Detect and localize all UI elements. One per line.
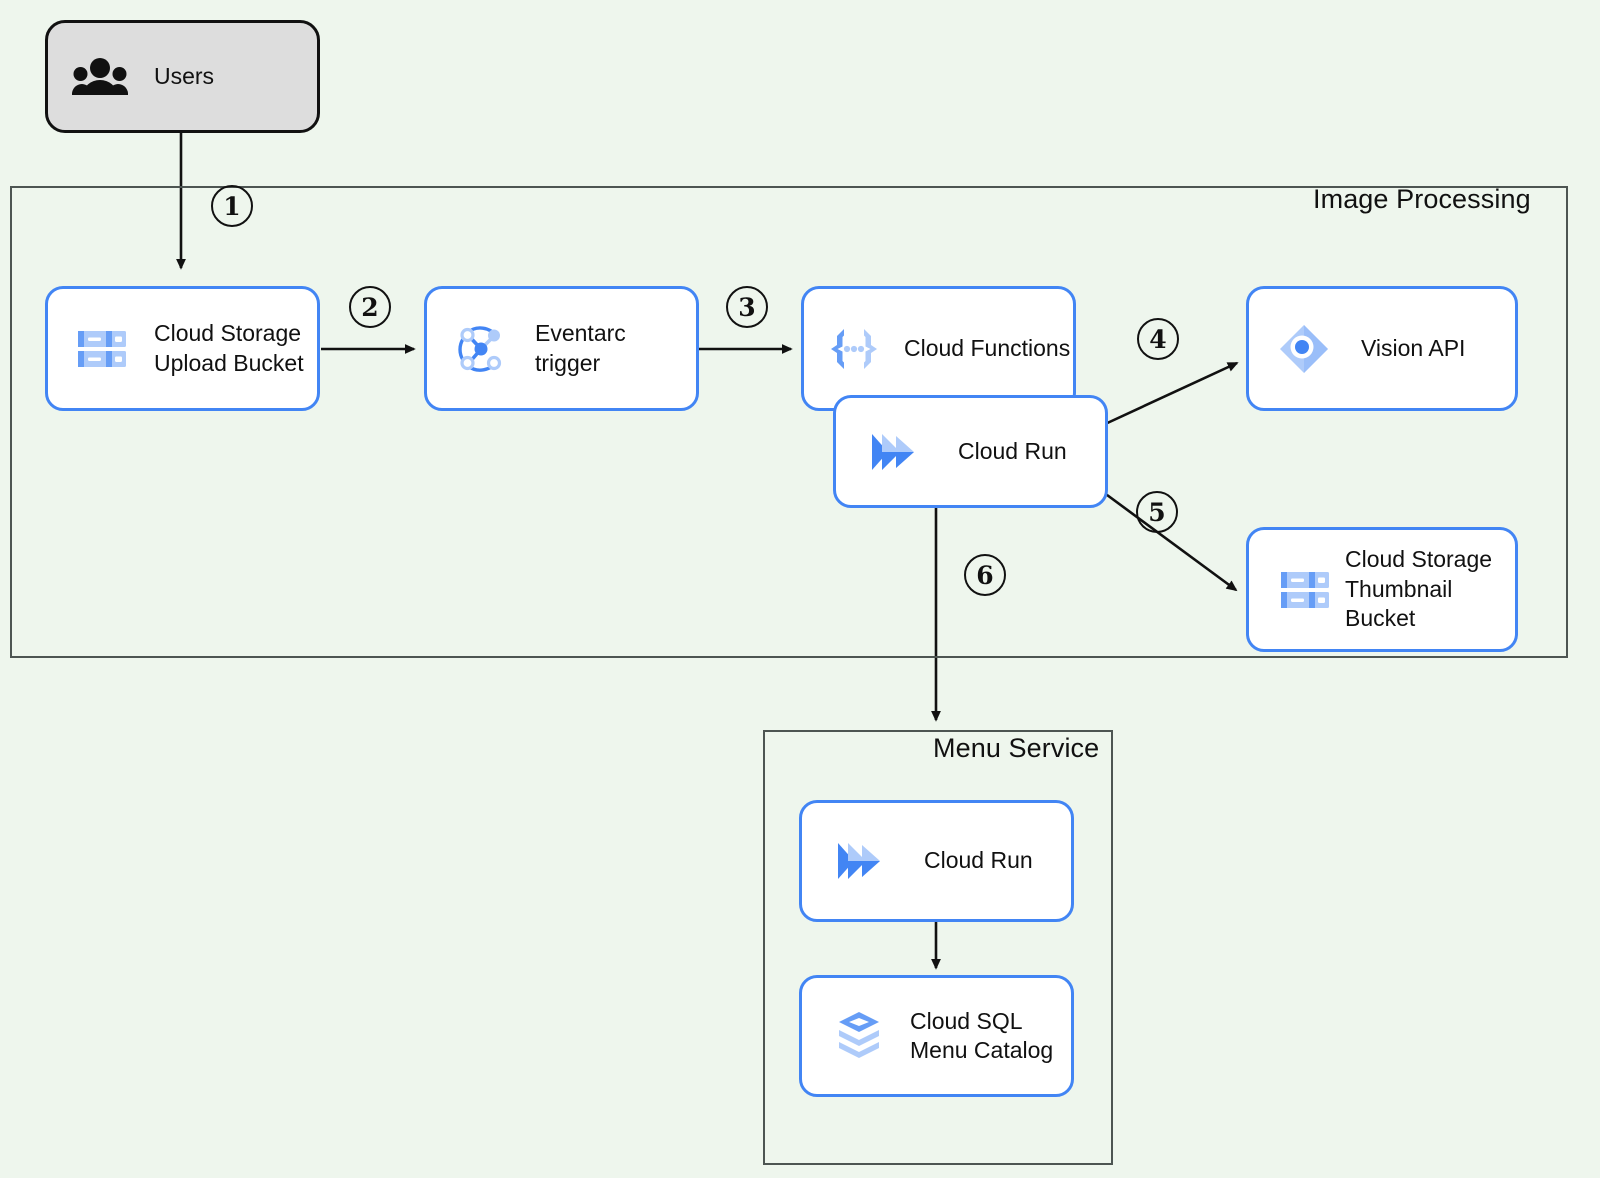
cloud-run-icon (832, 836, 888, 886)
step-marker-4: 4 (1137, 318, 1179, 360)
node-cloud-storage-thumbnail-bucket[interactable]: Cloud Storage Thumbnail Bucket (1246, 527, 1518, 652)
group-image-processing-title: Image Processing (1313, 184, 1531, 214)
users-group-icon (72, 57, 128, 97)
node-users[interactable]: Users (45, 20, 320, 133)
node-vision-api[interactable]: Vision API (1246, 286, 1518, 411)
step-marker-2: 2 (349, 286, 391, 328)
step-marker-1: 1 (211, 185, 253, 227)
group-menu-service-title: Menu Service (933, 733, 1100, 763)
node-cloud-functions[interactable]: Cloud Functions (801, 286, 1076, 411)
eventarc-icon (455, 323, 507, 375)
step-marker-5: 5 (1136, 491, 1178, 533)
step-marker-6: 6 (964, 554, 1006, 596)
node-cloud-functions-label: Cloud Functions (904, 334, 1071, 361)
cloud-functions-icon (826, 326, 882, 372)
cloud-sql-icon (836, 1010, 882, 1062)
node-cloud-storage-upload-bucket-label: Cloud Storage Upload Bucket (154, 320, 304, 376)
cloud-storage-icon (76, 327, 128, 371)
node-eventarc-trigger[interactable]: Eventarc trigger (424, 286, 699, 411)
node-cloud-sql[interactable]: Cloud SQL Menu Catalog (799, 975, 1074, 1097)
group-menu-service (763, 730, 1113, 1165)
group-image-processing (10, 186, 1568, 658)
node-cloud-sql-label: Cloud SQL Menu Catalog (910, 1007, 1054, 1063)
node-cloud-run-processing-label: Cloud Run (958, 437, 1067, 464)
cloud-run-icon (866, 427, 922, 477)
vision-api-icon (1275, 320, 1333, 378)
node-cloud-run-menu[interactable]: Cloud Run (799, 800, 1074, 922)
node-cloud-run-menu-label: Cloud Run (924, 847, 1033, 874)
cloud-storage-icon (1279, 568, 1331, 612)
node-cloud-run-processing[interactable]: Cloud Run (833, 395, 1108, 508)
step-marker-3: 3 (726, 286, 768, 328)
node-cloud-storage-upload-bucket[interactable]: Cloud Storage Upload Bucket (45, 286, 320, 411)
node-vision-api-label: Vision API (1361, 334, 1466, 361)
node-eventarc-trigger-label: Eventarc trigger (535, 320, 626, 376)
node-cloud-storage-thumbnail-bucket-label: Cloud Storage Thumbnail Bucket (1345, 546, 1493, 632)
node-users-label: Users (154, 62, 215, 89)
